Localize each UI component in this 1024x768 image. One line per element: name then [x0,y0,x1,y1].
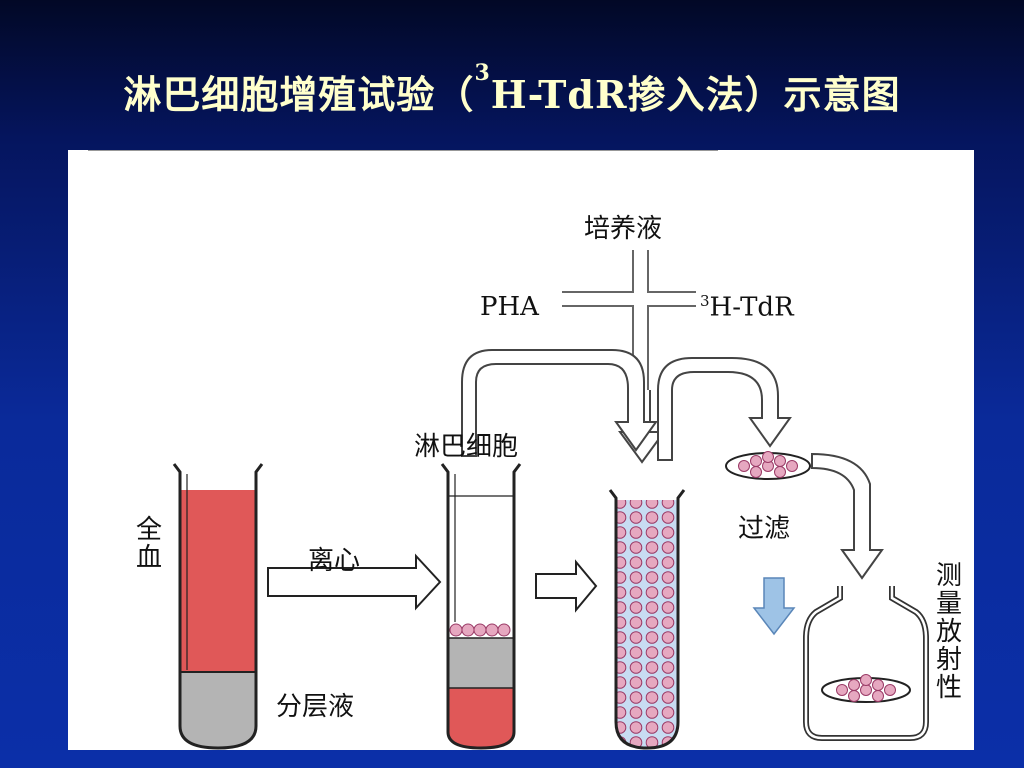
to-counter-arrow [811,452,884,580]
label-whole-blood: 全血 [135,515,162,573]
label-centrifuge: 离心 [308,546,361,576]
filter-disc [725,451,811,480]
whole-blood-tube [172,463,264,750]
to-filter-arrow [657,357,792,461]
culture-tube [608,489,686,750]
diagram-panel: 培养液 PHA 3H-TdR 淋巴细胞 全血 离心 分层液 过滤 测量放射性 [68,150,974,750]
diagram-canvas [88,150,929,750]
label-filtration: 过滤 [738,514,791,544]
lymphocyte-transfer-arrow [461,349,658,457]
label-measure-radioactivity: 测量放射性 [935,561,962,703]
transfer-arrow [535,559,598,613]
label-htdr: 3H-TdR [700,292,794,323]
filtrate-arrow [752,577,796,636]
label-separation-medium: 分层液 [276,692,355,722]
centrifuged-tube [440,463,522,750]
slide-title: 淋巴细胞增殖试验（3H-TdR掺入法）示意图 [123,60,901,117]
counting-vial [803,586,929,741]
label-pha: PHA [480,292,539,322]
centrifuge-arrow [267,553,442,611]
label-culture-medium: 培养液 [584,214,663,244]
feed-pipe [562,250,696,390]
label-lymphocytes: 淋巴细胞 [414,432,519,462]
